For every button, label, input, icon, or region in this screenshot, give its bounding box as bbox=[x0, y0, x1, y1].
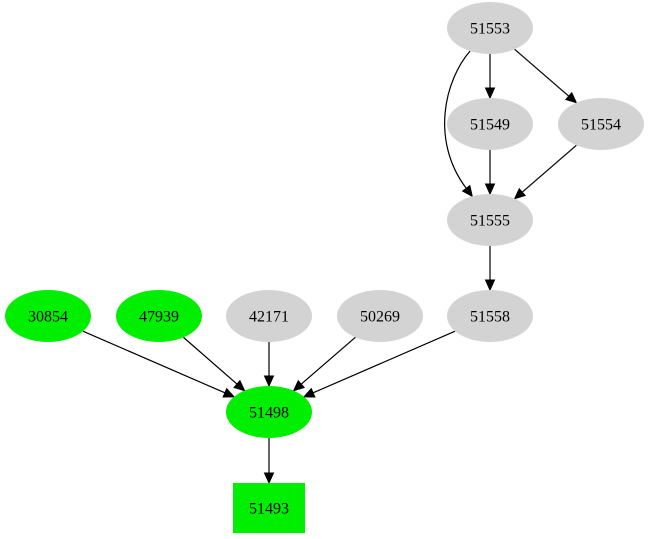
node-label: 50269 bbox=[360, 309, 400, 326]
node-ellipse bbox=[558, 98, 644, 150]
edge-51553-to-51555 bbox=[444, 50, 473, 198]
edge-51553-to-51554 bbox=[514, 48, 578, 104]
arrowhead bbox=[461, 184, 473, 198]
edge-line bbox=[183, 336, 238, 385]
arrowhead bbox=[263, 375, 275, 388]
node-ellipse bbox=[447, 98, 533, 150]
node-51549[interactable]: 51549 bbox=[447, 98, 533, 150]
arrowhead bbox=[233, 379, 246, 392]
arrowhead bbox=[484, 183, 496, 196]
node-51558[interactable]: 51558 bbox=[447, 290, 533, 342]
node-ellipse bbox=[447, 2, 533, 54]
arrowhead bbox=[513, 187, 527, 200]
edge-51549-to-51555 bbox=[484, 150, 496, 196]
node-label: 51553 bbox=[470, 21, 510, 38]
edge-42171-to-51498 bbox=[263, 342, 275, 388]
node-42171[interactable]: 42171 bbox=[226, 290, 312, 342]
edges-layer bbox=[82, 48, 578, 485]
edge-line bbox=[444, 50, 471, 189]
node-label: 51493 bbox=[249, 501, 289, 518]
edge-line bbox=[514, 48, 570, 97]
node-label: 30854 bbox=[28, 309, 68, 326]
node-51555[interactable]: 51555 bbox=[447, 194, 533, 246]
edge-line bbox=[521, 144, 577, 193]
node-ellipse bbox=[5, 290, 91, 342]
arrowhead bbox=[564, 91, 578, 104]
node-label: 51498 bbox=[249, 405, 289, 422]
node-47939[interactable]: 47939 bbox=[116, 290, 202, 342]
edge-line bbox=[312, 330, 456, 394]
node-label: 51555 bbox=[470, 213, 510, 230]
arrowhead bbox=[484, 279, 496, 292]
edge-51553-to-51549 bbox=[484, 54, 496, 100]
edge-line bbox=[300, 336, 356, 385]
node-label: 42171 bbox=[249, 309, 289, 326]
node-ellipse bbox=[447, 194, 533, 246]
arrowhead bbox=[484, 87, 496, 100]
arrowhead bbox=[302, 387, 316, 398]
edge-51555-to-51558 bbox=[484, 246, 496, 292]
node-51554[interactable]: 51554 bbox=[558, 98, 644, 150]
arrowhead bbox=[292, 379, 306, 392]
edge-51558-to-51498 bbox=[302, 330, 456, 398]
node-50269[interactable]: 50269 bbox=[337, 290, 423, 342]
node-51498[interactable]: 51498 bbox=[226, 386, 312, 438]
node-51553[interactable]: 51553 bbox=[447, 2, 533, 54]
node-30854[interactable]: 30854 bbox=[5, 290, 91, 342]
node-ellipse bbox=[447, 290, 533, 342]
node-label: 47939 bbox=[139, 309, 179, 326]
node-label: 51554 bbox=[581, 117, 621, 134]
arrowhead bbox=[222, 387, 236, 398]
node-ellipse bbox=[116, 290, 202, 342]
edge-line bbox=[82, 330, 226, 394]
node-box bbox=[233, 483, 305, 533]
node-ellipse bbox=[226, 290, 312, 342]
nodes-layer: 51553 51549 51554 51555 30854 47939 42171 50269… bbox=[5, 2, 644, 533]
node-ellipse bbox=[337, 290, 423, 342]
edge-50269-to-51498 bbox=[292, 336, 356, 392]
arrowhead bbox=[263, 472, 275, 485]
edge-51498-to-51493 bbox=[263, 438, 275, 485]
node-label: 51549 bbox=[470, 117, 510, 134]
node-label: 51558 bbox=[470, 309, 510, 326]
node-51493[interactable]: 51493 bbox=[233, 483, 305, 533]
edge-30854-to-51498 bbox=[82, 330, 236, 398]
node-ellipse bbox=[226, 386, 312, 438]
edge-47939-to-51498 bbox=[183, 336, 246, 392]
edge-51554-to-51555 bbox=[513, 144, 577, 200]
